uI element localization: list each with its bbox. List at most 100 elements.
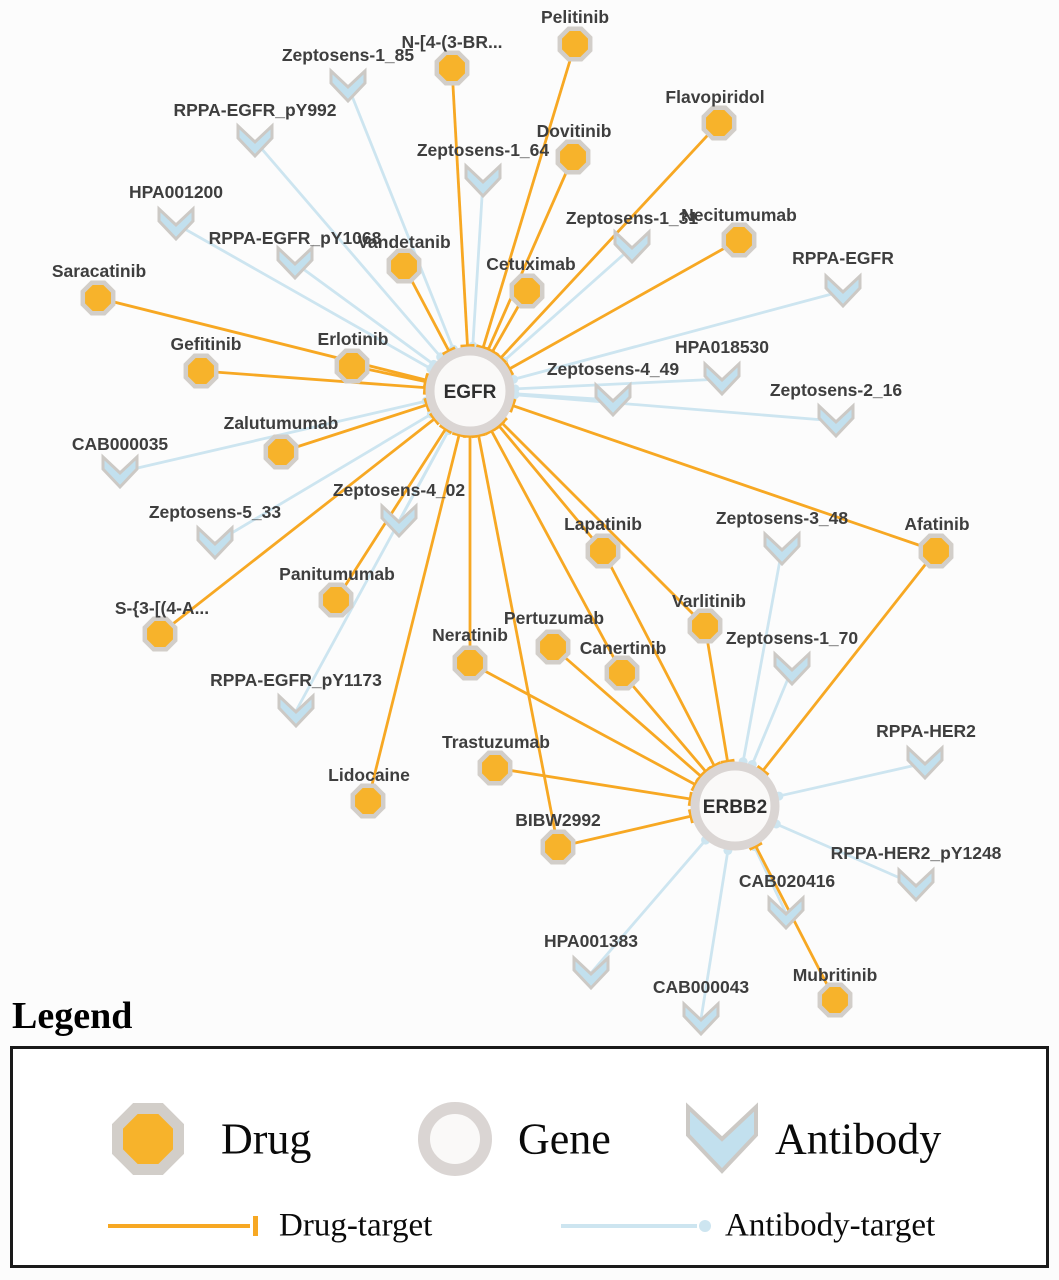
drug-label-canertinib: Canertinib bbox=[580, 638, 667, 658]
drug-node-panitumumab bbox=[318, 582, 354, 618]
drug-node-gefitinib bbox=[183, 353, 219, 389]
antibody-node-zeptosens-4-02 bbox=[380, 502, 418, 539]
antibody-node-hpa018530 bbox=[703, 360, 741, 397]
drug-edge-tee-icon bbox=[485, 346, 500, 357]
legend-antibody-target-dot bbox=[699, 1220, 711, 1232]
edge-drug-target-bibw2992-erbb2 bbox=[557, 814, 692, 849]
antibody-node-hpa001200 bbox=[157, 205, 195, 242]
antibody-label-rppa-egfr-py1068: RPPA-EGFR_pY1068 bbox=[209, 228, 382, 248]
antibody-label-zeptosens-5-33: Zeptosens-5_33 bbox=[149, 502, 282, 522]
drug-label-trastuzumab: Trastuzumab bbox=[442, 732, 550, 752]
drug-label-flavopiridol: Flavopiridol bbox=[665, 87, 764, 107]
legend-antibody-target-label: Antibody-target bbox=[725, 1207, 936, 1244]
antibody-node-hpa001383 bbox=[572, 954, 610, 991]
antibody-node-zeptosens-1-64 bbox=[464, 162, 502, 199]
gene-node-egfr bbox=[425, 346, 515, 436]
drug-label-vandetanib: Vandetanib bbox=[357, 232, 450, 252]
edge-drug-target-s-3-4-a-egfr bbox=[159, 417, 436, 636]
edge-drug-target-afatinib-egfr bbox=[512, 404, 937, 553]
drug-edge-tee-icon bbox=[687, 808, 695, 824]
drug-node-n-4-3-br bbox=[434, 50, 470, 86]
antibody-label-cab000043: CAB000043 bbox=[653, 977, 750, 997]
drug-label-mubritinib: Mubritinib bbox=[793, 965, 878, 985]
drug-edge-tee-icon bbox=[460, 343, 475, 349]
drug-edge-tee-icon bbox=[441, 346, 456, 357]
edge-drug-target-pelitinib-egfr bbox=[481, 43, 577, 349]
antibody-label-zeptosens-1-64: Zeptosens-1_64 bbox=[417, 140, 550, 160]
drug-edge-tee-icon bbox=[471, 432, 486, 439]
edge-drug-target-lidocaine-egfr bbox=[366, 434, 461, 802]
edge-drug-target-flavopiridol-egfr bbox=[499, 122, 721, 359]
edge-drug-target-canertinib-erbb2 bbox=[620, 672, 707, 773]
edge-antibody-target-zeptosens-2-16-egfr bbox=[514, 393, 837, 423]
drug-node-cetuximab bbox=[509, 273, 545, 309]
antibody-label-zeptosens-1-70: Zeptosens-1_70 bbox=[726, 628, 859, 648]
antibody-label-zeptosens-2-16: Zeptosens-2_16 bbox=[770, 380, 903, 400]
drug-label-varlitinib: Varlitinib bbox=[672, 591, 746, 611]
edge-drug-target-canertinib-egfr bbox=[490, 429, 624, 674]
drug-node-flavopiridol bbox=[701, 105, 737, 141]
drug-label-zalutumumab: Zalutumumab bbox=[224, 413, 339, 433]
drug-node-vandetanib bbox=[386, 248, 422, 284]
drug-node-mubritinib bbox=[817, 982, 853, 1018]
antibody-node-zeptosens-1-85 bbox=[329, 67, 367, 104]
antibody-label-rppa-her2-py1248: RPPA-HER2_pY1248 bbox=[831, 843, 1002, 863]
antibody-label-zeptosens-4-02: Zeptosens-4_02 bbox=[333, 480, 466, 500]
edge-antibody-target-cab000043-erbb2 bbox=[699, 850, 730, 1020]
edge-drug-target-varlitinib-erbb2 bbox=[703, 625, 729, 762]
edge-antibody-target-zeptosens-1-70-erbb2 bbox=[750, 668, 794, 765]
drug-edge-tee-icon bbox=[720, 758, 735, 765]
antibody-node-zeptosens-2-16 bbox=[817, 402, 855, 439]
edge-drug-target-saracatinib-egfr bbox=[97, 296, 427, 382]
antibody-label-hpa018530: HPA018530 bbox=[675, 337, 769, 357]
drug-node-canertinib bbox=[604, 655, 640, 691]
edge-drug-target-pertuzumab-erbb2 bbox=[552, 645, 703, 778]
edge-antibody-target-zeptosens-1-64-egfr bbox=[471, 180, 485, 347]
edge-antibody-target-hpa001383-erbb2 bbox=[589, 839, 707, 974]
drug-node-trastuzumab bbox=[477, 750, 513, 786]
drug-node-afatinib bbox=[918, 533, 954, 569]
edge-antibody-target-rppa-her2-py1248-erbb2 bbox=[775, 822, 917, 887]
antibody-node-cab020416 bbox=[767, 894, 805, 931]
drug-edge-tee-icon bbox=[756, 764, 770, 777]
edge-antibody-target-hpa001200-egfr bbox=[175, 222, 432, 370]
antibody-label-hpa001383: HPA001383 bbox=[544, 931, 638, 951]
drug-edge-tee-icon bbox=[504, 362, 515, 376]
edge-antibody-target-rppa-egfr-py1068-egfr bbox=[294, 261, 435, 366]
legend-heading: Legend bbox=[12, 995, 133, 1037]
drug-label-gefitinib: Gefitinib bbox=[171, 334, 242, 354]
drug-node-neratinib bbox=[452, 645, 488, 681]
antibody-node-zeptosens-4-49 bbox=[594, 381, 632, 418]
drug-edge-tee-icon bbox=[423, 397, 431, 413]
legend-drug-icon bbox=[112, 1103, 184, 1175]
legend-box: Drug Gene Antibody Drug-target Antibody-… bbox=[10, 1046, 1049, 1268]
edge-drug-target-zalutumumab-egfr bbox=[280, 403, 428, 454]
drug-label-neratinib: Neratinib bbox=[432, 625, 508, 645]
antibody-node-cab000043 bbox=[682, 1000, 720, 1037]
legend-antibody-icon bbox=[686, 1102, 758, 1174]
antibody-node-zeptosens-3-48 bbox=[763, 530, 801, 567]
edge-drug-target-varlitinib-egfr bbox=[500, 421, 706, 627]
edge-drug-target-mubritinib-erbb2 bbox=[754, 845, 837, 1001]
legend-gene-label: Gene bbox=[518, 1114, 611, 1164]
edge-drug-target-lapatinib-egfr bbox=[497, 424, 605, 552]
drug-edge-tee-icon bbox=[695, 769, 708, 783]
edge-antibody-target-zeptosens-3-48-erbb2 bbox=[741, 548, 784, 762]
antibody-label-rppa-her2: RPPA-HER2 bbox=[876, 721, 976, 741]
legend-drug-target-label: Drug-target bbox=[279, 1207, 433, 1244]
drug-label-lapatinib: Lapatinib bbox=[564, 514, 642, 534]
drug-edge-tee-icon bbox=[748, 841, 763, 851]
legend-drug-label: Drug bbox=[221, 1114, 312, 1164]
antibody-label-rppa-egfr-py1173: RPPA-EGFR_pY1173 bbox=[210, 670, 382, 690]
antibody-node-zeptosens-1-70 bbox=[773, 650, 811, 687]
drug-node-lidocaine bbox=[350, 783, 386, 819]
drug-label-afatinib: Afatinib bbox=[904, 514, 969, 534]
antibody-node-rppa-egfr bbox=[824, 272, 862, 309]
edge-antibody-target-rppa-egfr-py992-egfr bbox=[253, 140, 442, 358]
legend-antibody-label: Antibody bbox=[775, 1114, 942, 1164]
edge-antibody-target-zeptosens-1-31-egfr bbox=[502, 245, 633, 363]
drug-node-lapatinib bbox=[585, 533, 621, 569]
antibody-label-zeptosens-1-85: Zeptosens-1_85 bbox=[282, 45, 415, 65]
antibody-node-cab000035 bbox=[101, 453, 139, 490]
